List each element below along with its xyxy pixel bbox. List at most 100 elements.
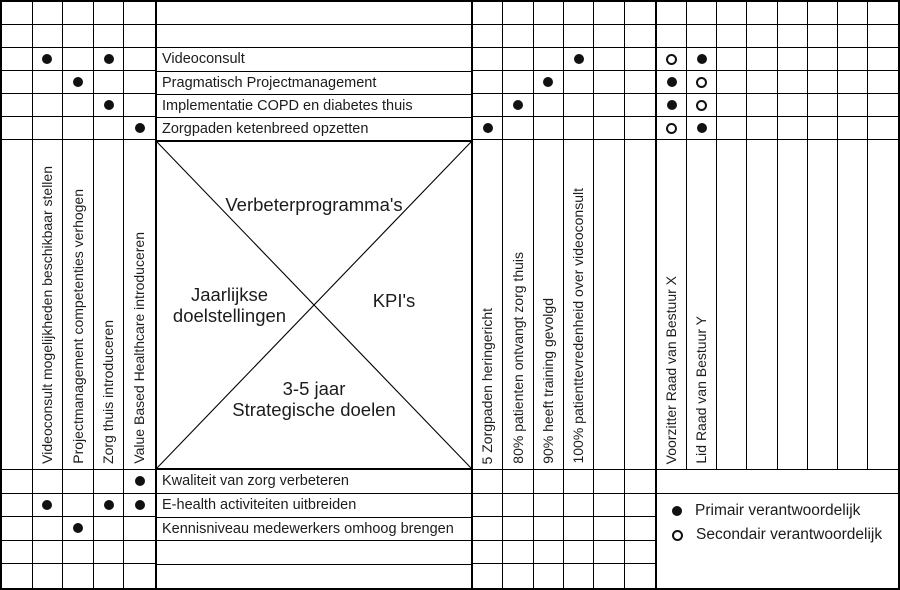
grid-cell — [63, 517, 94, 541]
grid-cell — [717, 48, 748, 71]
grid-cell — [473, 117, 504, 140]
legend: Primair verantwoordelijk Secondair veran… — [655, 470, 898, 588]
strategic-goal-label: E-health activiteiten uitbreiden — [162, 497, 357, 514]
grid-cell — [747, 94, 778, 117]
grid-cell — [2, 564, 33, 588]
responsible-column — [778, 140, 808, 469]
program-row: Zorgpaden ketenbreed opzetten — [157, 118, 471, 140]
primary-marker — [512, 100, 523, 110]
grid-cell — [32, 48, 64, 71]
grid-cell — [624, 541, 655, 565]
grid-cell — [564, 48, 595, 71]
grid-cell — [687, 2, 718, 25]
grid-cell — [32, 517, 64, 541]
grid-cell — [594, 117, 625, 140]
grid-cell — [657, 25, 688, 48]
grid-cell — [594, 564, 625, 588]
grid-cell — [867, 71, 898, 94]
grid-cell — [624, 25, 655, 48]
grid-cell — [747, 25, 778, 48]
grid-cell — [624, 494, 655, 518]
annual-objective-label: Videoconsult mogelijkheden beschikbaar s… — [39, 166, 56, 464]
grid-cell — [687, 48, 718, 71]
grid-cell — [717, 117, 748, 140]
grid-cell — [594, 94, 625, 117]
primary-marker — [482, 123, 493, 133]
grid-cell — [837, 2, 868, 25]
grid-cell — [747, 48, 778, 71]
grid-cell — [867, 94, 898, 117]
grid-cell — [473, 470, 504, 494]
diagonal-line — [157, 142, 471, 468]
grid-cell — [717, 71, 748, 94]
grid-cell — [473, 540, 504, 565]
grid-cell — [2, 540, 33, 565]
grid-cell — [807, 71, 838, 94]
secondary-marker — [666, 122, 678, 134]
grid-cell — [564, 117, 595, 140]
grid-cell — [533, 470, 564, 494]
grid-cell — [837, 71, 868, 94]
annual-objective-column: Videoconsult mogelijkheden beschikbaar s… — [33, 140, 64, 469]
x-diagram-top-label: Verbeterprogramma's — [225, 194, 403, 215]
grid-cell — [533, 25, 564, 48]
x-diagram-bottom-line2: Strategische doelen — [232, 399, 396, 421]
legend-primary-label: Primair verantwoordelijk — [695, 502, 861, 519]
grid-cell — [747, 117, 778, 140]
grid-cell — [503, 540, 534, 565]
primary-marker — [42, 499, 53, 510]
responsible-column — [808, 140, 838, 469]
grid-cell — [124, 517, 155, 541]
quadrant-goals-kpis — [473, 470, 655, 588]
kpi-column: 100% patienttevredenheid over videoconsu… — [564, 140, 595, 469]
grid-cell — [124, 564, 155, 588]
primary-marker — [666, 100, 677, 110]
grid-cell — [63, 48, 94, 71]
primary-marker — [696, 54, 707, 64]
kpi-column: 80% patienten ontvangt zorg thuis — [503, 140, 534, 469]
grid-cell — [93, 94, 125, 117]
quadrant-goals-objectives — [2, 470, 155, 588]
grid-cell — [564, 540, 595, 565]
grid-cell — [503, 564, 534, 588]
grid-cell — [124, 117, 155, 140]
responsible-column: Lid Raad van Bestuur Y — [687, 140, 718, 469]
grid-cell — [837, 25, 868, 48]
grid-cell — [777, 25, 808, 48]
grid-cell — [624, 470, 655, 494]
grid-cell — [32, 470, 64, 494]
grid-cell — [533, 94, 564, 117]
program-row — [157, 2, 471, 26]
grid-cell — [594, 493, 625, 518]
grid-cell — [93, 2, 125, 25]
grid-cell — [63, 94, 94, 117]
grid-cell — [807, 48, 838, 71]
responsible-column: Voorzitter Raad van Bestuur X — [657, 140, 688, 469]
kpi-label: 80% patienten ontvangt zorg thuis — [509, 252, 526, 464]
grid-cell — [624, 94, 655, 117]
grid-cell — [2, 2, 33, 25]
grid-cell — [2, 48, 33, 71]
grid-cell — [503, 48, 534, 71]
grid-cell — [657, 48, 688, 71]
program-row: Implementatie COPD en diabetes thuis — [157, 95, 471, 118]
annual-objective-column: Projectmanagement competenties verhogen — [63, 140, 94, 469]
grid-cell — [124, 25, 155, 48]
program-label: Zorgpaden ketenbreed opzetten — [162, 120, 369, 137]
grid-cell — [473, 71, 504, 94]
grid-cell — [124, 494, 155, 518]
primary-marker — [103, 499, 114, 510]
grid-cell — [2, 71, 33, 94]
grid-cell — [594, 517, 625, 541]
grid-cell — [657, 2, 688, 25]
grid-cell — [657, 94, 688, 117]
quadrant-programs-responsibles — [655, 2, 898, 140]
x-diagram-left-label: Jaarlijkse doelstellingen — [172, 284, 287, 327]
grid-cell — [594, 25, 625, 48]
annual-objectives-columns: Videoconsult mogelijkheden beschikbaar s… — [2, 140, 155, 470]
grid-cell — [503, 117, 534, 140]
kpi-column — [594, 140, 625, 469]
annual-objective-label: Projectmanagement competenties verhogen — [69, 189, 86, 464]
